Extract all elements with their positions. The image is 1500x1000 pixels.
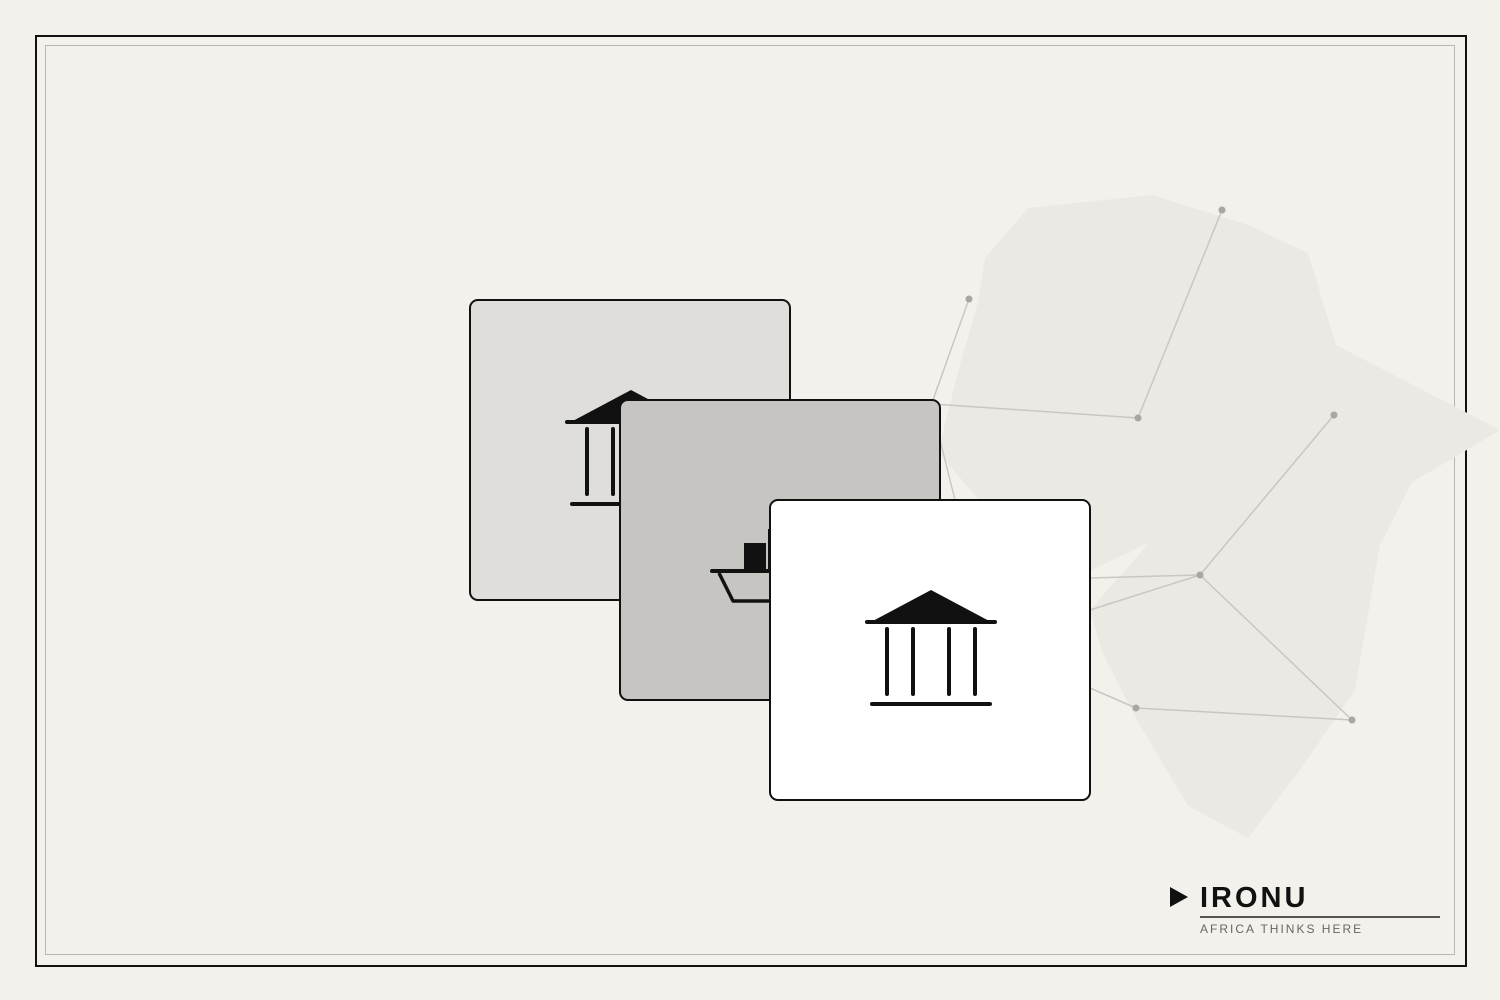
bank-icon [865,590,997,706]
brand-logo[interactable]: IRONU AFRICA THINKS HERE [1168,880,1440,940]
brand-tagline: AFRICA THINKS HERE [1200,922,1364,936]
brand-name: IRONU [1200,882,1309,914]
brand-divider [1200,916,1440,918]
card-front[interactable] [769,499,1091,801]
play-arrow-icon [1170,887,1188,907]
